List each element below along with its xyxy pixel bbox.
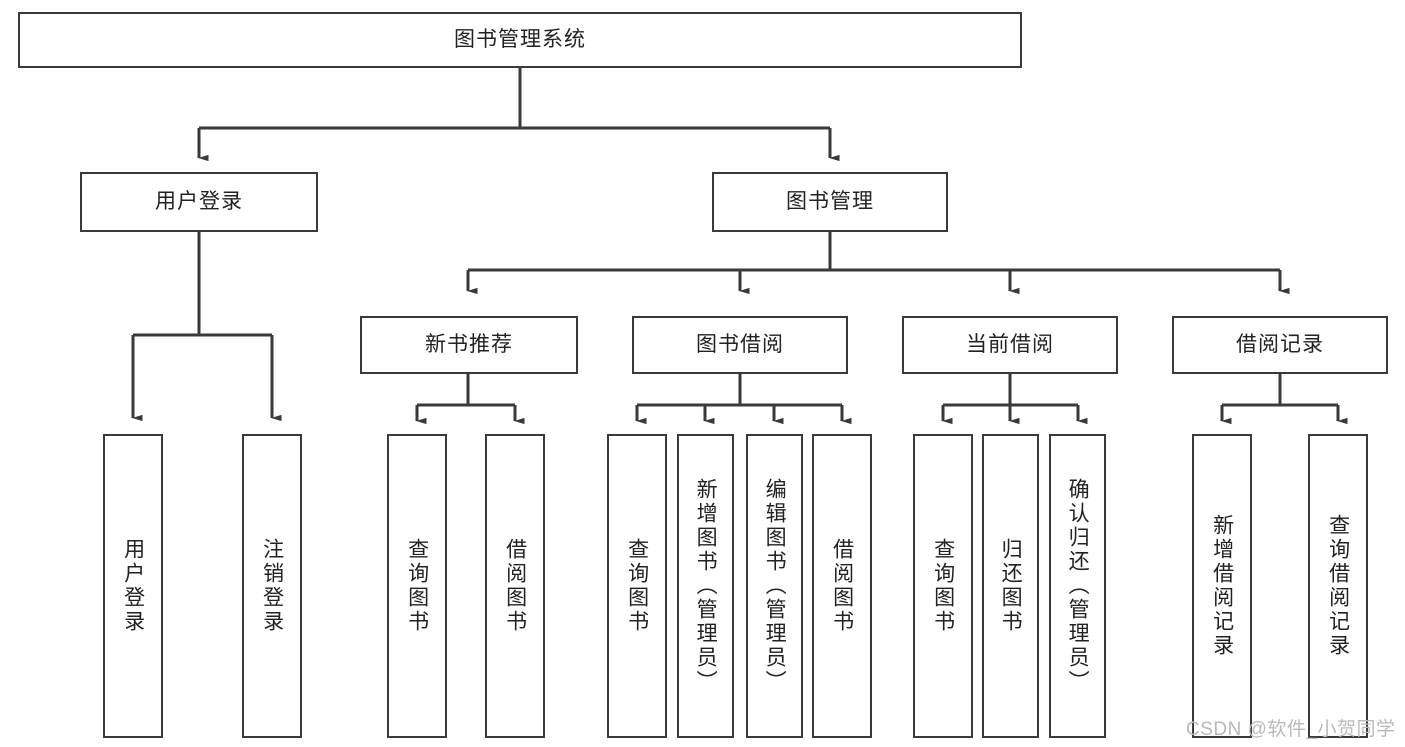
leaf-query-book-1[interactable]: 查询图书 [387,434,447,738]
node-current-borrow-label: 当前借阅 [966,332,1054,356]
leaf-user-login-label: 用户登录 [121,538,145,634]
csdn-watermark: CSDN @软件_小贺同学 [1186,719,1396,740]
leaf-query-record-label: 查询借阅记录 [1326,514,1350,658]
leaf-user-logout[interactable]: 注销登录 [242,434,302,738]
leaf-edit-book-label: 编辑图书（管理员） [763,478,787,694]
node-user-login-label: 用户登录 [155,189,243,213]
node-root[interactable]: 图书管理系统 [18,12,1022,68]
leaf-query-book-2-label: 查询图书 [625,538,649,634]
leaf-query-book-3[interactable]: 查询图书 [913,434,973,738]
node-borrow-record-label: 借阅记录 [1236,332,1324,356]
leaf-add-record-label: 新增借阅记录 [1210,514,1234,658]
node-new-book-rec[interactable]: 新书推荐 [360,316,578,374]
node-user-login[interactable]: 用户登录 [80,172,318,232]
leaf-borrow-book-2[interactable]: 借阅图书 [812,434,872,738]
leaf-add-book[interactable]: 新增图书（管理员） [677,434,734,738]
leaf-borrow-book-1-label: 借阅图书 [503,538,527,634]
leaf-query-record[interactable]: 查询借阅记录 [1308,434,1368,738]
node-book-manage-label: 图书管理 [786,189,874,213]
node-root-label: 图书管理系统 [454,27,586,51]
leaf-query-book-1-label: 查询图书 [405,538,429,634]
leaf-return-book-label: 归还图书 [999,538,1023,634]
node-book-manage[interactable]: 图书管理 [712,172,948,232]
leaf-add-record[interactable]: 新增借阅记录 [1192,434,1252,738]
leaf-add-book-label: 新增图书（管理员） [694,478,718,694]
leaf-borrow-book-1[interactable]: 借阅图书 [485,434,545,738]
leaf-confirm-return[interactable]: 确认归还（管理员） [1049,434,1106,738]
node-borrow-record[interactable]: 借阅记录 [1172,316,1388,374]
node-new-book-rec-label: 新书推荐 [425,332,513,356]
leaf-query-book-2[interactable]: 查询图书 [607,434,667,738]
leaf-user-logout-label: 注销登录 [260,538,284,634]
node-book-borrow-label: 图书借阅 [696,332,784,356]
leaf-query-book-3-label: 查询图书 [931,538,955,634]
node-book-borrow[interactable]: 图书借阅 [632,316,848,374]
leaf-return-book[interactable]: 归还图书 [982,434,1039,738]
leaf-edit-book[interactable]: 编辑图书（管理员） [746,434,803,738]
leaf-user-login[interactable]: 用户登录 [103,434,163,738]
leaf-borrow-book-2-label: 借阅图书 [830,538,854,634]
node-current-borrow[interactable]: 当前借阅 [902,316,1118,374]
leaf-confirm-return-label: 确认归还（管理员） [1066,478,1090,694]
